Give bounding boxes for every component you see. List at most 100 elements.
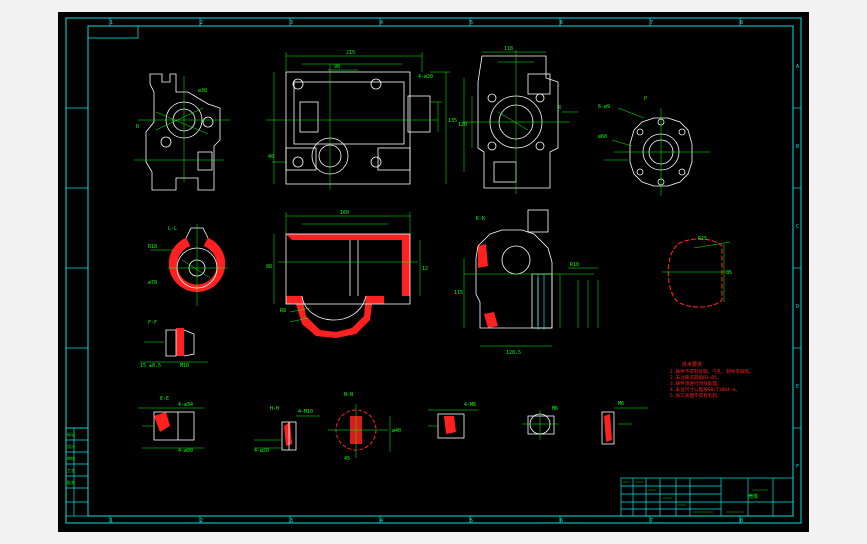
dim-label: 128.5 bbox=[506, 350, 521, 356]
zone-col-label: 1 bbox=[110, 518, 113, 524]
zone-col-label: 6 bbox=[560, 518, 563, 524]
section-small-2: M6 bbox=[522, 406, 558, 440]
dim-label: R8 bbox=[280, 308, 286, 314]
section-small-3: M6 bbox=[601, 401, 648, 445]
dim-label: M6 bbox=[618, 401, 624, 407]
right-view: 118 120 R bbox=[458, 46, 578, 194]
section-kk: K-K 128.5 115 R18 bbox=[454, 209, 599, 356]
inner-frame bbox=[87, 25, 794, 517]
dim-label: 4-ø34 bbox=[178, 402, 193, 408]
dim-label: 4-ø20 bbox=[254, 448, 269, 454]
dim-label: 4-M10 bbox=[298, 409, 313, 415]
dim-label: R bbox=[558, 105, 562, 111]
zone-col-label: 5 bbox=[470, 518, 473, 524]
side-table-labels: 标记 设计 审核 工艺 批准 bbox=[67, 431, 75, 485]
dim-label: M10 bbox=[180, 363, 189, 369]
dim-label: 120 bbox=[458, 122, 467, 128]
zone-col-label: 6 bbox=[560, 20, 563, 26]
section-ll: L-L R18 ø78 bbox=[148, 224, 228, 306]
dim-label: 160 bbox=[340, 210, 349, 216]
zone-col-label: 1 bbox=[110, 20, 113, 26]
section-ee: E-E 4-ø34 4-ø80 bbox=[138, 396, 204, 454]
dim-label: R bbox=[136, 124, 140, 130]
dim-label: 15 ±0.5 bbox=[140, 363, 161, 369]
section-hh: H-H 4-M10 4-ø20 bbox=[254, 406, 320, 454]
side-table-cell: 标记 bbox=[67, 431, 75, 437]
note-line: 4.未注尺寸公差按GB/T1804-m。 bbox=[670, 386, 740, 393]
zone-col-label: 7 bbox=[650, 518, 653, 524]
dim-label: M6 bbox=[552, 406, 558, 412]
zone-row-label: C bbox=[796, 224, 799, 230]
dim-label: 215 bbox=[346, 50, 355, 56]
zone-col-label: 8 bbox=[740, 20, 743, 26]
note-line: 5.加工表面不得有毛刺。 bbox=[670, 392, 721, 399]
side-table-cell: 审核 bbox=[67, 455, 75, 461]
dim-label: 98 bbox=[334, 64, 340, 70]
dim-label: ø40 bbox=[392, 428, 401, 434]
dim-label: ø68 bbox=[598, 134, 607, 140]
side-table-cell: 工艺 bbox=[67, 468, 75, 473]
side-table bbox=[65, 427, 89, 517]
dim-label: 12 bbox=[422, 266, 428, 272]
section-label-ll: L-L bbox=[168, 226, 177, 232]
note-line: 1.铸件不得有砂眼、气孔、裂纹等缺陷。 bbox=[670, 368, 754, 375]
section-label-ff: F-F bbox=[148, 320, 157, 326]
dim-label: 35 bbox=[726, 270, 732, 276]
section-gg: 160 88 12 R8 bbox=[266, 210, 428, 338]
section-label-ee: E-E bbox=[160, 396, 169, 402]
drawing-svg: 1 2 3 4 5 6 7 8 1 2 3 4 5 6 7 8 A B C D … bbox=[65, 17, 802, 524]
dim-label: R18 bbox=[570, 262, 579, 268]
side-table-cell: 设计 bbox=[67, 443, 75, 449]
zone-col-label: 3 bbox=[290, 518, 293, 524]
section-ff: F-F 15 ±0.5 M10 bbox=[140, 320, 208, 369]
dim-label: 40 bbox=[268, 154, 274, 160]
dim-label: 88 bbox=[266, 264, 272, 270]
dim-label: 135 bbox=[448, 118, 457, 124]
side-table-cell: 批准 bbox=[67, 479, 75, 485]
zone-col-label: 4 bbox=[380, 20, 383, 26]
zone-row-label: D bbox=[796, 304, 799, 310]
zone-col-label: 7 bbox=[650, 20, 653, 26]
title-block-name: 壳体 bbox=[748, 493, 758, 500]
zone-row-label: F bbox=[796, 464, 799, 470]
projection-box bbox=[87, 25, 139, 39]
zone-col-label: 8 bbox=[740, 518, 743, 524]
zone-col-label: 2 bbox=[200, 20, 203, 26]
view-label-p: P bbox=[644, 96, 647, 102]
zone-col-label: 3 bbox=[290, 20, 293, 26]
dim-label: 4-ø80 bbox=[178, 448, 193, 454]
zone-col-label: 5 bbox=[470, 20, 473, 26]
side-view-1: ø38 R bbox=[134, 73, 230, 191]
dim-label: 4-ø20 bbox=[418, 74, 433, 80]
dim-label: 118 bbox=[504, 46, 513, 52]
zone-row-label: B bbox=[796, 144, 799, 150]
dim-label: R18 bbox=[148, 244, 157, 250]
title-block-text-marks bbox=[623, 481, 768, 513]
zone-labels: 1 2 3 4 5 6 7 8 1 2 3 4 5 6 7 8 A B C D … bbox=[110, 20, 799, 524]
dim-label: 4-M6 bbox=[464, 402, 476, 408]
dim-label: ø38 bbox=[198, 88, 207, 94]
section-label-hh: H-H bbox=[270, 406, 279, 412]
dim-label: 45 bbox=[344, 456, 350, 462]
dim-label: 6-ø9 bbox=[598, 104, 610, 110]
section-nn: N-N ø40 45 bbox=[328, 392, 401, 462]
note-line: 2.未注铸造圆角R3~R5。 bbox=[670, 374, 722, 381]
outer-border bbox=[65, 17, 802, 524]
notes-title: 技术要求 bbox=[682, 361, 702, 368]
section-small-1: 4-M6 bbox=[428, 402, 478, 439]
cad-drawing-sheet: 1 2 3 4 5 6 7 8 1 2 3 4 5 6 7 8 A B C D … bbox=[58, 12, 809, 532]
front-view: 215 98 4-ø20 135 40 bbox=[266, 50, 457, 190]
zone-row-label: E bbox=[796, 384, 799, 390]
zone-col-label: 4 bbox=[380, 518, 383, 524]
p-view: P 6-ø9 ø68 bbox=[598, 96, 710, 196]
section-label-nn: N-N bbox=[344, 392, 353, 398]
technical-notes: 技术要求 1.铸件不得有砂眼、气孔、裂纹等缺陷。 2.未注铸造圆角R3~R5。 … bbox=[670, 361, 754, 399]
dim-label: R25 bbox=[698, 236, 707, 242]
dim-label: ø78 bbox=[148, 280, 157, 286]
note-line: 3.铸件须进行时效处理。 bbox=[670, 380, 721, 387]
dim-label: 115 bbox=[454, 290, 463, 296]
zone-row-label: A bbox=[796, 64, 799, 70]
zone-col-label: 2 bbox=[200, 518, 203, 524]
title-block bbox=[620, 477, 794, 517]
profile-view: R25 35 bbox=[662, 236, 732, 308]
